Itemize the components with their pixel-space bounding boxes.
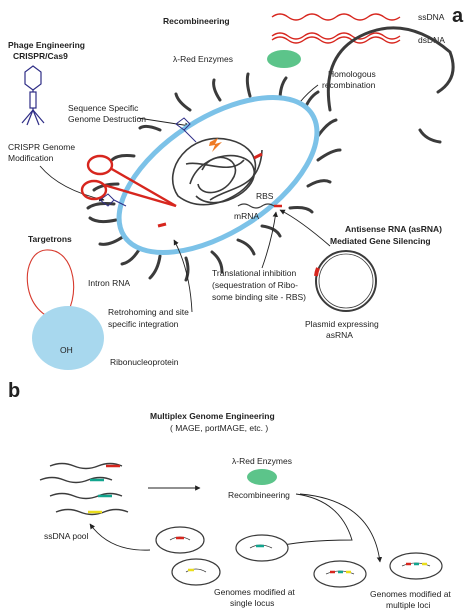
oh-label: OH [60, 345, 73, 355]
lightning-icon [209, 138, 222, 152]
ssdna-strand [271, 13, 401, 21]
phage-on-cell-icon [99, 117, 197, 207]
bacteriophage-icon [21, 65, 45, 126]
mrna-label: mRNA [234, 211, 259, 221]
homologous-recombination-label-2: recombination [322, 80, 376, 90]
target-segment [157, 222, 167, 228]
asrna-arrow [279, 209, 331, 247]
single-locus-label-2: single locus [230, 598, 274, 608]
crispr-mod-label-2: Modification [8, 153, 54, 163]
antisense-title-2: Mediated Gene Silencing [330, 236, 431, 246]
ribonucleoprotein-blob [32, 306, 104, 370]
ribonucleoprotein-label: Ribonucleoprotein [110, 357, 179, 367]
crispr-mod-arrow [39, 165, 105, 202]
scissors-icon [80, 154, 177, 208]
sequence-specific-label-1: Sequence Specific [68, 103, 139, 113]
translational-label-2: (sequestration of Ribo- [212, 280, 298, 290]
sequence-specific-arrow [137, 117, 191, 128]
antisense-title-1: Antisense RNA (asRNA) [345, 224, 442, 234]
plasmid-label-1: Plasmid expressing [305, 319, 379, 329]
lambda-red-enzyme-blob [267, 50, 301, 68]
cycle-arrow [89, 523, 151, 551]
retrohoming-label-1: Retrohoming and site [108, 307, 189, 317]
multi-loci-label-1: Genomes modified at [370, 589, 451, 599]
recombineering-title: Recombineering [163, 16, 230, 26]
translational-label-1: Translational inhibition [212, 268, 297, 278]
phage-engineering-title-2: CRISPR/Cas9 [13, 51, 68, 61]
phage-engineering-title-1: Phage Engineering [8, 40, 85, 50]
recomb-to-cells-arrow [269, 493, 353, 550]
multi-loci-label-2: multiple loci [386, 600, 431, 610]
chromosome [172, 137, 263, 206]
panel-a-label: a [452, 5, 464, 27]
bacteria-pili [86, 26, 455, 282]
homologous-recombination-label-1: Homologous [328, 69, 376, 79]
multi-loci-cells [313, 552, 443, 588]
multiplex-enzymes-label: λ-Red Enzymes [232, 456, 292, 466]
translational-label-3: some binding site - RBS) [212, 292, 306, 302]
multiplex-subtitle: ( MAGE, portMAGE, etc. ) [170, 423, 268, 433]
lambda-red-enzymes-label: λ-Red Enzymes [173, 54, 233, 64]
ssdna-pool [39, 462, 129, 516]
translational-arrow [261, 211, 278, 269]
ssdna-label: ssDNA [418, 12, 445, 22]
plasmid-icon [314, 250, 377, 312]
sequence-specific-label-2: Genome Destruction [68, 114, 146, 124]
multiplex-recombineering-label: Recombineering [228, 490, 290, 500]
dsdna-strand-top [271, 32, 401, 40]
multiplex-title: Multiplex Genome Engineering [150, 411, 275, 421]
single-locus-cells [155, 526, 289, 586]
retrohoming-label-2: specific integration [108, 319, 179, 329]
targetrons-title: Targetrons [28, 234, 72, 244]
plasmid-label-2: asRNA [326, 330, 353, 340]
retrohoming-arrow [173, 239, 193, 313]
ssdna-pool-label: ssDNA pool [44, 531, 89, 541]
panel-b-label: b [8, 380, 20, 402]
dsdna-strand-bottom [271, 36, 401, 44]
single-locus-label-1: Genomes modified at [214, 587, 295, 597]
crispr-mod-label-1: CRISPR Genome [8, 142, 75, 152]
multiplex-enzyme-blob [247, 469, 277, 485]
intron-rna-label: Intron RNA [88, 278, 130, 288]
mrna-strand [237, 203, 275, 209]
recomb-to-multi-arrow [299, 493, 383, 563]
rbs-label: RBS [256, 191, 274, 201]
chromosome-insert-segment [253, 152, 263, 160]
